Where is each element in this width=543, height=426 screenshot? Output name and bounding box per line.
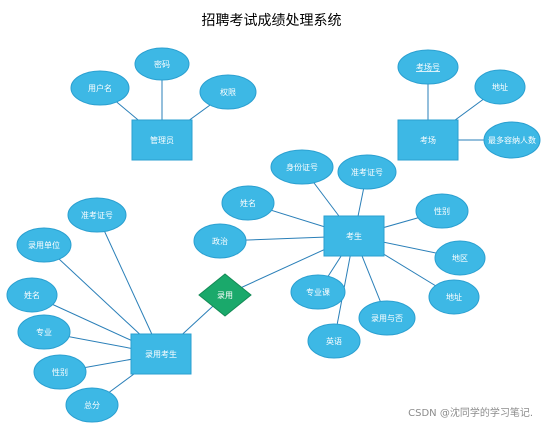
attribute-e_politics (193, 223, 247, 259)
diagram-nodes: 管理员考场考生录用考生录用用户名密码权限考场号地址最多容纳人数身份证号准考证号姓… (6, 47, 541, 423)
attribute-label-h_unit: 录用单位 (28, 240, 60, 250)
attribute-label-e_addr: 地址 (446, 292, 462, 302)
attribute-e_name (221, 185, 275, 221)
entity-hired (130, 333, 192, 375)
attribute-e_ticket (337, 154, 397, 190)
attribute-label-e_politics: 政治 (212, 236, 228, 246)
edge-h_ticket (96, 214, 162, 355)
relationship-label-hire: 录用 (217, 291, 233, 300)
attribute-label-h_major: 专业 (36, 327, 52, 337)
attribute-label-a_pwd: 密码 (154, 59, 170, 69)
attribute-label-e_english: 英语 (326, 336, 342, 346)
attribute-r_addr (474, 69, 526, 105)
attribute-label-e_status: 录用与否 (371, 314, 403, 323)
attribute-h_ticket (67, 197, 127, 233)
attribute-h_sex (33, 354, 87, 390)
attribute-e_id (270, 149, 334, 185)
diagram-title: 招聘考试成绩处理系统 (201, 13, 342, 29)
attribute-label-e_id: 身份证号 (286, 162, 318, 172)
attribute-e_status (358, 300, 416, 336)
entity-label-exam_room: 考场 (420, 136, 436, 145)
attribute-label-e_ticket: 准考证号 (351, 167, 383, 177)
relationship-hire (198, 273, 252, 317)
attribute-label-a_perm: 权限 (220, 87, 236, 97)
attribute-a_perm (199, 74, 257, 110)
attribute-label-h_ticket: 准考证号 (81, 210, 113, 220)
entity-label-admin: 管理员 (150, 135, 174, 145)
attribute-label-r_addr: 地址 (492, 82, 508, 92)
attribute-r_max (483, 121, 541, 159)
attribute-label-h_name: 姓名 (24, 290, 40, 300)
attribute-label-r_max: 最多容纳人数 (488, 135, 536, 145)
attribute-label-e_sex: 性别 (434, 206, 450, 216)
entity-examinee (323, 215, 385, 257)
attribute-label-e_name: 姓名 (240, 198, 256, 208)
diagram-edges (31, 64, 512, 406)
attribute-h_score (65, 387, 119, 423)
attribute-label-h_score: 总分 (84, 400, 100, 410)
attribute-h_unit (16, 227, 72, 263)
attribute-e_area (434, 240, 486, 276)
watermark: CSDN @沈同学的学习笔记. (408, 408, 533, 419)
entity-label-hired: 录用考生 (145, 349, 177, 359)
attribute-label-a_user: 用户名 (88, 83, 112, 93)
attribute-label-e_major: 专业课 (306, 287, 330, 297)
attribute-label-r_no: 考场号 (416, 63, 440, 72)
attribute-h_major (17, 314, 71, 350)
attribute-a_pwd (134, 47, 190, 81)
attribute-e_addr (428, 279, 480, 315)
attribute-h_name (6, 277, 58, 313)
entity-exam_room (397, 119, 459, 161)
entity-admin (131, 119, 193, 161)
attribute-e_sex (415, 193, 469, 229)
entity-label-examinee: 考生 (346, 231, 362, 241)
attribute-label-h_sex: 性别 (52, 367, 68, 377)
attribute-e_english (307, 323, 361, 359)
attribute-r_no (397, 49, 459, 85)
attribute-e_major (290, 274, 346, 310)
attribute-label-e_area: 地区 (452, 253, 468, 263)
attribute-a_user (70, 70, 130, 106)
